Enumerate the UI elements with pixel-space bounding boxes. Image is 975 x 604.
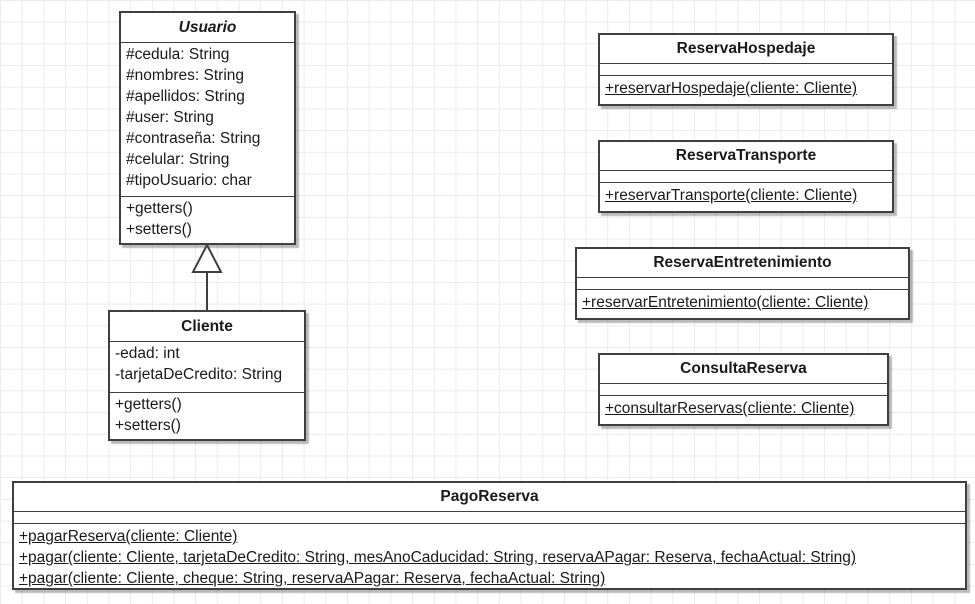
- method-row: +consultarReservas(cliente: Cliente): [605, 400, 855, 417]
- method-row: +setters(): [126, 221, 192, 238]
- class-consultareserva[interactable]: ConsultaReserva +consultarReservas(clien…: [598, 353, 889, 426]
- class-reservahospedaje-title: ReservaHospedaje: [600, 35, 892, 64]
- class-reservaentretenimiento[interactable]: ReservaEntretenimiento +reservarEntreten…: [575, 247, 910, 320]
- class-consultareserva-methods: +consultarReservas(cliente: Cliente): [600, 396, 887, 424]
- method-row: +reservarEntretenimiento(cliente: Client…: [582, 294, 869, 311]
- method-row: +getters(): [115, 396, 182, 413]
- method-row: +pagar(cliente: Cliente, cheque: String,…: [19, 570, 606, 587]
- class-reservatransporte-title: ReservaTransporte: [600, 142, 892, 171]
- attribute-row: #user: String: [126, 109, 214, 126]
- class-usuario-methods: +getters() +setters(): [121, 197, 294, 243]
- class-usuario[interactable]: Usuario #cedula: String #nombres: String…: [119, 11, 296, 245]
- class-usuario-title: Usuario: [121, 13, 294, 43]
- class-reservatransporte[interactable]: ReservaTransporte +reservarTransporte(cl…: [598, 140, 894, 213]
- method-row: +pagar(cliente: Cliente, tarjetaDeCredit…: [19, 549, 856, 566]
- class-usuario-attributes: #cedula: String #nombres: String #apelli…: [121, 43, 294, 197]
- attribute-row: #celular: String: [126, 151, 230, 168]
- attribute-row: #apellidos: String: [126, 88, 245, 105]
- class-reservatransporte-methods: +reservarTransporte(cliente: Cliente): [600, 183, 892, 211]
- method-row: +getters(): [126, 200, 193, 217]
- class-reservaentretenimiento-methods: +reservarEntretenimiento(cliente: Client…: [577, 290, 908, 318]
- attributes-section-empty: [14, 512, 965, 524]
- attributes-section-empty: [600, 171, 892, 183]
- attributes-section-empty: [600, 64, 892, 76]
- class-pagoreserva-title: PagoReserva: [14, 483, 965, 512]
- generalization-triangle-icon[interactable]: [191, 242, 223, 273]
- method-row: +reservarHospedaje(cliente: Cliente): [605, 80, 857, 97]
- class-cliente-methods: +getters() +setters(): [110, 393, 304, 439]
- class-pagoreserva[interactable]: PagoReserva +pagarReserva(cliente: Clien…: [12, 481, 967, 590]
- class-pagoreserva-methods: +pagarReserva(cliente: Cliente) +pagar(c…: [14, 524, 965, 588]
- class-cliente-title: Cliente: [110, 312, 304, 342]
- attribute-row: #tipoUsuario: char: [126, 172, 252, 189]
- method-row: +setters(): [115, 417, 181, 434]
- class-reservahospedaje[interactable]: ReservaHospedaje +reservarHospedaje(clie…: [598, 33, 894, 106]
- class-reservaentretenimiento-title: ReservaEntretenimiento: [577, 249, 908, 278]
- attributes-section-empty: [600, 384, 887, 396]
- attribute-row: #nombres: String: [126, 67, 245, 84]
- method-row: +pagarReserva(cliente: Cliente): [19, 528, 238, 545]
- attribute-row: #cedula: String: [126, 46, 230, 63]
- method-row: +reservarTransporte(cliente: Cliente): [605, 187, 858, 204]
- attribute-row: -edad: int: [115, 345, 180, 362]
- generalization-edge[interactable]: [191, 242, 223, 310]
- class-cliente[interactable]: Cliente -edad: int -tarjetaDeCredito: St…: [108, 310, 306, 441]
- class-reservahospedaje-methods: +reservarHospedaje(cliente: Cliente): [600, 76, 892, 104]
- attribute-row: -tarjetaDeCredito: String: [115, 366, 283, 383]
- class-cliente-attributes: -edad: int -tarjetaDeCredito: String: [110, 342, 304, 393]
- attribute-row: #contraseña: String: [126, 130, 261, 147]
- attributes-section-empty: [577, 278, 908, 290]
- class-consultareserva-title: ConsultaReserva: [600, 355, 887, 384]
